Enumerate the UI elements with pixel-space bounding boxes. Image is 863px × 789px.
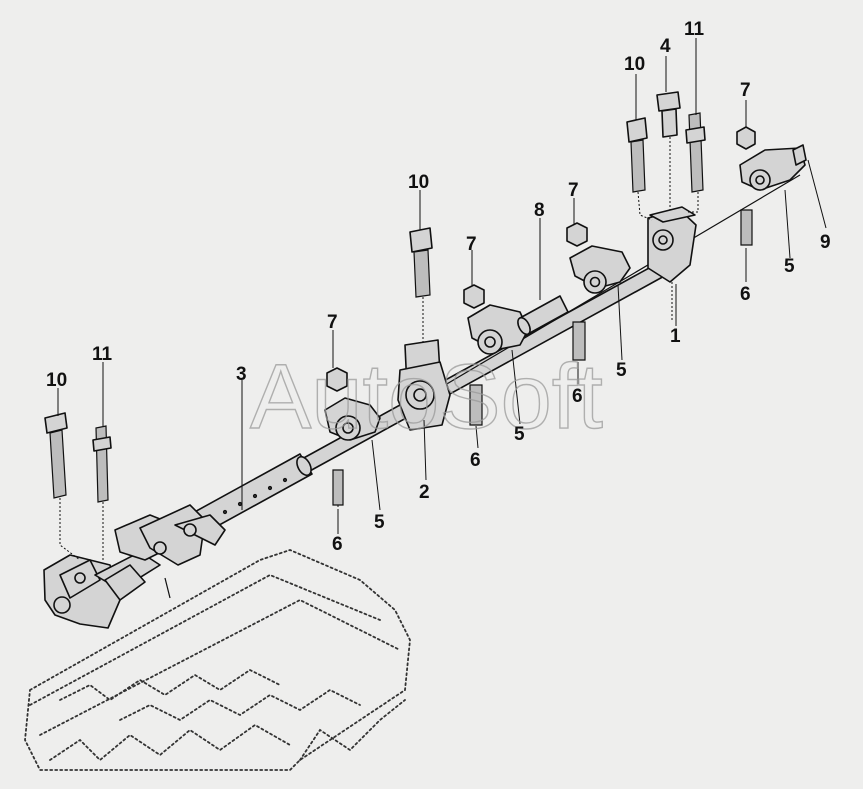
callout-numbers: 10 4 11 7 9 5 6 1 8 7 5 6 10 7 5 6 2 7 5… xyxy=(46,19,831,555)
bolt-4 xyxy=(656,91,681,210)
callout-5-d: 5 xyxy=(784,256,795,277)
bolt-10-middle xyxy=(409,227,433,345)
nut-7-a xyxy=(326,367,348,392)
callout-1: 1 xyxy=(670,326,681,347)
nut-7-c xyxy=(566,222,588,247)
callout-7-a: 7 xyxy=(327,312,338,333)
callout-3: 3 xyxy=(236,364,247,385)
callout-leaders xyxy=(57,38,827,534)
callout-5-a: 5 xyxy=(374,512,385,533)
plug-9 xyxy=(792,144,807,166)
adjusting-screw-6-b xyxy=(469,384,483,426)
callout-6-b: 6 xyxy=(470,450,481,471)
callout-4: 4 xyxy=(660,36,671,57)
spring-8 xyxy=(517,295,569,336)
callout-5-c: 5 xyxy=(616,360,627,381)
adjusting-screw-6-d xyxy=(740,209,753,246)
watermark-text: AutoSoft xyxy=(250,346,603,448)
rocker-arm-5-c xyxy=(569,245,631,294)
callout-5-b: 5 xyxy=(514,424,525,445)
shaft-oil-holes xyxy=(222,477,288,515)
rocker-arm-5-a xyxy=(324,397,381,441)
cylinder-head-outline xyxy=(24,549,411,771)
rocker-arm-5-d xyxy=(739,147,806,191)
callout-11-left: 11 xyxy=(92,344,113,365)
rocker-arm-5-b xyxy=(467,304,529,355)
callout-11-right: 11 xyxy=(684,19,705,40)
callout-7-d: 7 xyxy=(740,80,751,101)
nut-7-d xyxy=(736,126,756,150)
bolt-10-right xyxy=(626,117,653,221)
nut-7-b xyxy=(463,284,485,309)
bracket-2 xyxy=(397,339,451,431)
callout-10-left: 10 xyxy=(46,370,67,391)
callout-6-c: 6 xyxy=(572,386,583,407)
stud-11-right xyxy=(685,112,706,213)
adjusting-screw-6-c xyxy=(572,321,586,361)
callout-7-b: 7 xyxy=(466,234,477,255)
bolt-10-left xyxy=(44,412,81,561)
stud-11-left xyxy=(92,425,112,560)
bracket-1 xyxy=(647,206,697,320)
callout-6-d: 6 xyxy=(740,284,751,305)
callout-7-c: 7 xyxy=(568,180,579,201)
assembled-rocker-group xyxy=(43,504,226,629)
callout-2: 2 xyxy=(419,482,430,503)
callout-6-a: 6 xyxy=(332,534,343,555)
callout-9: 9 xyxy=(820,232,831,253)
callout-8: 8 xyxy=(534,200,545,221)
callout-10-right: 10 xyxy=(624,54,645,75)
callout-10-middle: 10 xyxy=(408,172,429,193)
